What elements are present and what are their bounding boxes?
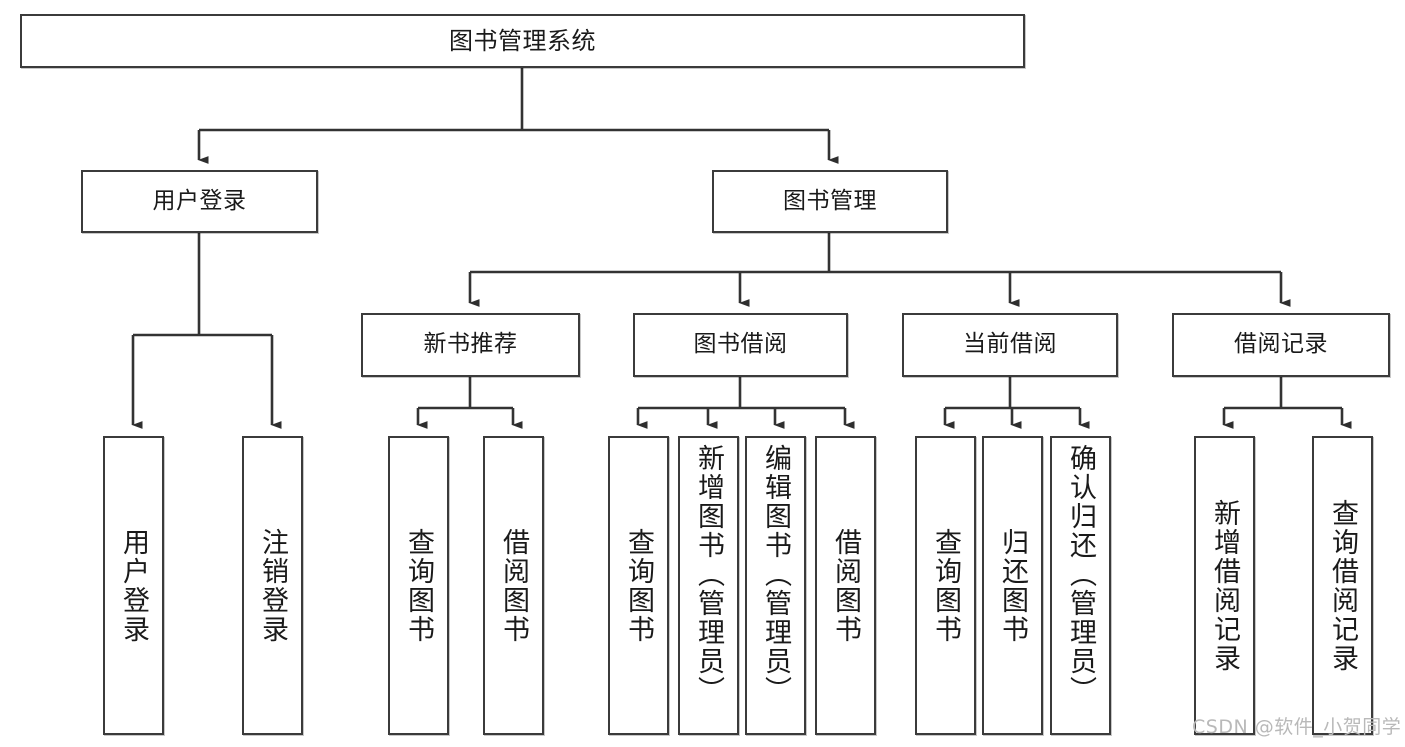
node-new-book-recommend[interactable]: 新书推荐 [361, 313, 580, 377]
node-book-management[interactable]: 图书管理 [712, 170, 948, 233]
node-label: 用户登录 [118, 527, 149, 644]
node-label: 图书借阅 [693, 331, 788, 358]
leaf-book-borrow-borrow-book[interactable]: 借阅图书 [815, 436, 876, 735]
node-label: 借阅记录 [1234, 331, 1328, 358]
leaf-book-borrow-add-book-admin[interactable]: 新增图书（管理员） [678, 436, 739, 735]
csdn-watermark: CSDN @软件_小贺同学 [1192, 716, 1402, 738]
leaf-user-login-login[interactable]: 用户登录 [103, 436, 164, 735]
leaf-current-borrow-confirm-return-admin[interactable]: 确认归还（管理员） [1050, 436, 1111, 735]
leaf-borrow-record-add-record[interactable]: 新增借阅记录 [1194, 436, 1255, 735]
node-label: 新书推荐 [423, 331, 518, 358]
leaf-current-borrow-return-book[interactable]: 归还图书 [982, 436, 1043, 735]
node-root-system[interactable]: 图书管理系统 [20, 14, 1025, 68]
node-label: 确认归还（管理员） [1065, 444, 1096, 705]
node-label: 注销登录 [257, 527, 288, 644]
node-label: 查询图书 [403, 527, 434, 644]
node-label: 用户登录 [152, 187, 247, 214]
node-label: 编辑图书（管理员） [760, 444, 791, 705]
node-label: 归还图书 [997, 527, 1028, 644]
node-label: 新增借阅记录 [1209, 498, 1240, 673]
leaf-book-borrow-edit-book-admin[interactable]: 编辑图书（管理员） [745, 436, 806, 735]
node-borrow-record[interactable]: 借阅记录 [1172, 313, 1390, 377]
leaf-current-borrow-query-book[interactable]: 查询图书 [915, 436, 976, 735]
leaf-book-borrow-query-book[interactable]: 查询图书 [608, 436, 669, 735]
node-label: 新增图书（管理员） [693, 444, 724, 705]
node-label: 图书管理 [783, 187, 877, 214]
node-label: 查询图书 [623, 527, 654, 644]
node-label: 当前借阅 [963, 331, 1057, 358]
leaf-new-book-query-book[interactable]: 查询图书 [388, 436, 449, 735]
leaf-new-book-borrow-book[interactable]: 借阅图书 [483, 436, 544, 735]
node-label: 借阅图书 [498, 527, 529, 644]
node-label: 图书管理系统 [449, 26, 596, 55]
node-current-borrow[interactable]: 当前借阅 [902, 313, 1118, 377]
node-label: 查询图书 [930, 527, 961, 644]
node-label: 借阅图书 [830, 527, 861, 644]
leaf-user-login-logout[interactable]: 注销登录 [242, 436, 303, 735]
leaf-borrow-record-query-record[interactable]: 查询借阅记录 [1312, 436, 1373, 735]
node-user-login[interactable]: 用户登录 [81, 170, 318, 233]
node-book-borrow[interactable]: 图书借阅 [633, 313, 848, 377]
node-label: 查询借阅记录 [1327, 498, 1358, 673]
